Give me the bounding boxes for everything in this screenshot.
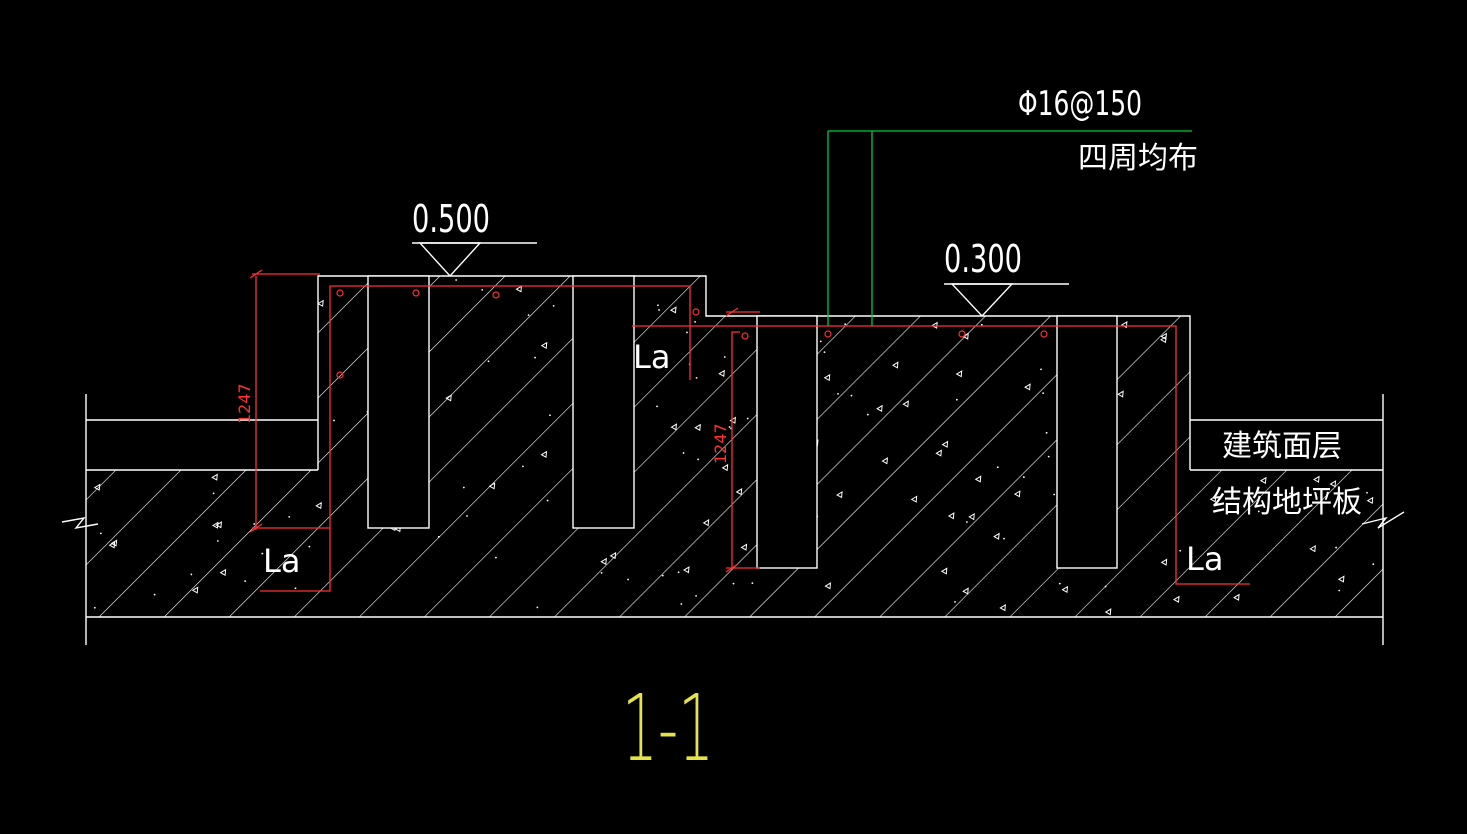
level-marker-right [944, 283, 1069, 318]
level-label-right: 0.300 [944, 237, 1022, 281]
anchorage-label-top: La [633, 338, 670, 376]
anchorage-label-left: La [263, 542, 300, 580]
finish-layer-label: 建筑面层 [1222, 429, 1342, 464]
pile-rectangles [367, 275, 1118, 569]
leader-line [827, 130, 1192, 326]
section-title: 1-1 [622, 675, 714, 782]
concrete-outline [61, 275, 1405, 645]
slab-label: 结构地坪板 [1212, 485, 1362, 520]
level-marker-left [412, 242, 537, 278]
dimension-label-right: 1247 [711, 423, 730, 464]
rebar-dots [336, 289, 1048, 379]
pile-2 [572, 275, 635, 529]
rebar-label: Φ16@150 [1018, 84, 1142, 124]
level-label-left: 0.500 [412, 197, 490, 241]
pile-1 [367, 275, 430, 529]
anchorage-label-right: La [1186, 540, 1223, 578]
pile-4 [1056, 315, 1118, 569]
rebar [249, 269, 1250, 592]
rebar-note: 四周均布 [1078, 141, 1198, 176]
pile-3 [756, 315, 818, 569]
dimension-label-left: 1247 [235, 383, 254, 424]
